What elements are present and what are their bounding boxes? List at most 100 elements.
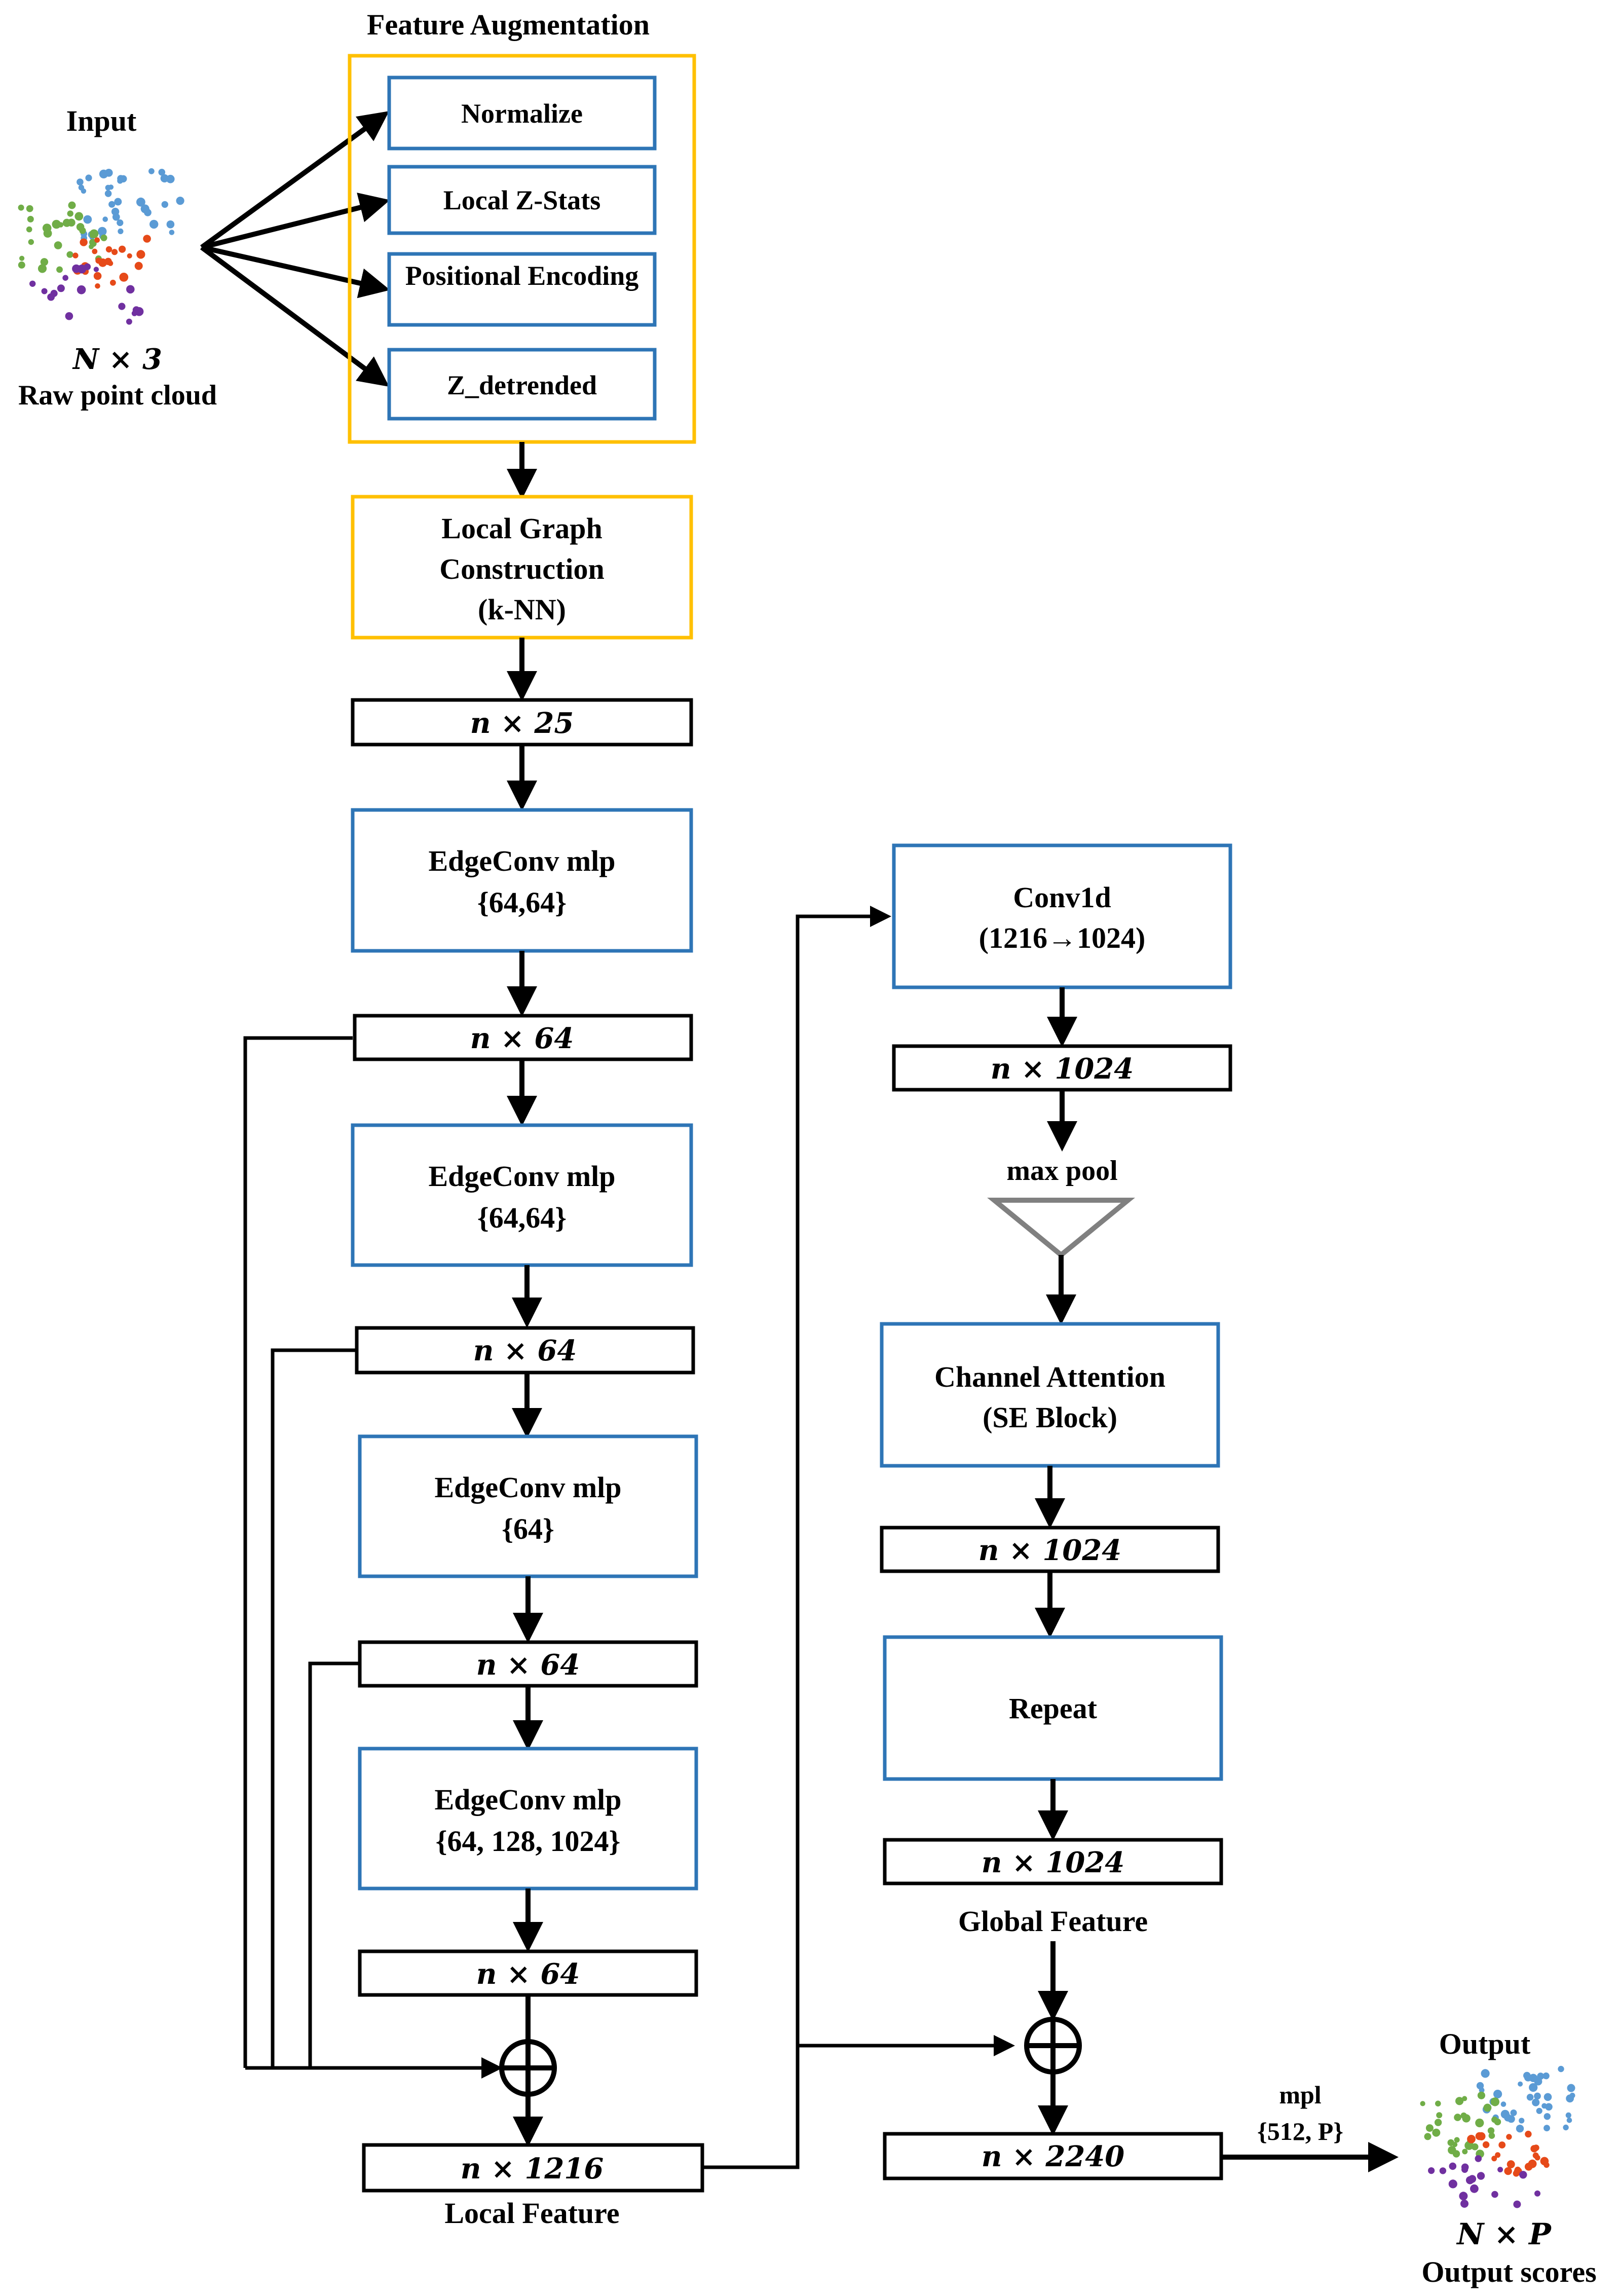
point-dot <box>1471 2143 1479 2151</box>
point-dot <box>1449 2162 1457 2170</box>
point-dot <box>1525 2130 1532 2138</box>
point-dot <box>65 312 73 320</box>
left-concat-symbol <box>499 2039 557 2097</box>
edgeconv2-params: {64,64} <box>477 1201 567 1234</box>
point-dot <box>111 249 118 255</box>
point-dot <box>1530 2145 1538 2153</box>
edgeconv4-name: EdgeConv mlp <box>434 1783 621 1816</box>
point-dot <box>1507 2160 1515 2169</box>
point-dot <box>56 266 63 273</box>
point-dot <box>93 272 102 280</box>
point-dot <box>1490 2097 1499 2106</box>
point-dot <box>1477 2132 1486 2140</box>
point-dot <box>89 233 95 238</box>
graph-construction-line3: (k-NN) <box>478 593 566 626</box>
point-dot <box>62 275 68 281</box>
point-dot <box>1565 2112 1571 2118</box>
skip-connections <box>243 1036 503 2079</box>
point-dot <box>1477 2091 1485 2099</box>
local-feature-dim: n × 1216 <box>461 2152 604 2186</box>
point-dot <box>176 197 184 205</box>
point-dot <box>66 251 73 258</box>
global-feature-caption: Global Feature <box>958 1905 1148 1938</box>
point-dot <box>77 285 86 294</box>
point-dot <box>72 252 79 258</box>
dim-label-n25: n × 25 <box>470 707 574 740</box>
edgeconv3-name: EdgeConv mlp <box>434 1471 621 1504</box>
output-title: Output <box>1439 2027 1531 2060</box>
point-dot <box>93 267 99 272</box>
point-dot <box>1537 2072 1545 2080</box>
point-dot <box>104 169 113 177</box>
output-caption: Output scores <box>1421 2255 1596 2288</box>
point-dot <box>83 215 92 224</box>
input-point-cloud <box>18 168 184 325</box>
point-dot <box>1477 2172 1485 2180</box>
point-dot <box>58 222 64 228</box>
normalize-box <box>387 76 657 151</box>
point-dot <box>1532 2098 1540 2106</box>
point-dot <box>95 283 100 289</box>
point-dot <box>1475 2118 1484 2128</box>
point-dot <box>1465 2176 1474 2184</box>
point-dot <box>1513 2200 1521 2208</box>
dim-label-a: n × 64 <box>470 1022 574 1055</box>
point-dot <box>54 241 62 249</box>
point-dot <box>1432 2128 1441 2137</box>
point-dot <box>1459 2192 1468 2201</box>
point-dot <box>117 219 124 227</box>
point-dot <box>1425 2124 1434 2132</box>
point-dot <box>1543 2125 1550 2132</box>
local-feature-caption: Local Feature <box>444 2197 619 2230</box>
point-dot <box>18 204 24 211</box>
point-dot <box>1513 2170 1520 2177</box>
point-dot <box>105 246 112 253</box>
point-dot <box>28 239 34 245</box>
point-dot <box>26 226 32 233</box>
point-dot <box>1452 2142 1458 2147</box>
point-dot <box>161 201 168 208</box>
point-dot <box>1424 2133 1432 2140</box>
point-dot <box>1460 2112 1467 2119</box>
point-dot <box>1475 2155 1482 2162</box>
final-dim-box <box>883 2132 1223 2180</box>
mlp-params: {512, P} <box>1257 2117 1343 2145</box>
point-dot <box>1491 2156 1497 2162</box>
point-dot <box>1542 2072 1550 2080</box>
positional-encoding-label: Positional Encoding <box>405 261 639 291</box>
edgeconv3-box <box>358 1434 698 1578</box>
dim-box-a <box>353 1014 693 1061</box>
final-dim-label: n × 2240 <box>982 2140 1125 2173</box>
graph-construction-line1: Local Graph <box>441 512 602 545</box>
edgeconv1-name: EdgeConv mlp <box>428 844 615 877</box>
point-dot <box>1534 2155 1540 2161</box>
edgeconv3-params: {64} <box>502 1512 554 1545</box>
point-dot <box>158 169 166 176</box>
point-dot <box>67 210 73 217</box>
local-z-stats-label: Local Z-Stats <box>443 185 601 215</box>
point-dot <box>1534 2092 1541 2100</box>
point-dot <box>80 238 88 246</box>
point-dot <box>1435 2100 1441 2107</box>
point-dot <box>143 235 151 243</box>
point-dot <box>1460 2199 1469 2208</box>
se-block-name: Channel Attention <box>934 1360 1165 1393</box>
input-caption: Raw point cloud <box>18 380 217 411</box>
point-dot <box>111 207 120 216</box>
point-dot <box>1518 2081 1523 2087</box>
point-dot <box>1534 2190 1540 2197</box>
point-dot <box>119 245 126 253</box>
conv1d-name: Conv1d <box>1013 881 1111 914</box>
point-dot <box>126 318 132 325</box>
point-dot <box>1506 2134 1512 2140</box>
conv1d-box <box>892 843 1232 989</box>
edgeconv1-params: {64,64} <box>477 886 567 919</box>
point-dot <box>1461 2163 1469 2171</box>
point-dot <box>1498 2141 1506 2149</box>
point-dot <box>118 303 126 310</box>
point-dot <box>1507 2115 1515 2123</box>
point-dot <box>114 198 122 206</box>
dim-label-c: n × 64 <box>476 1648 580 1682</box>
conv1d-params: (1216→1024) <box>979 921 1146 954</box>
